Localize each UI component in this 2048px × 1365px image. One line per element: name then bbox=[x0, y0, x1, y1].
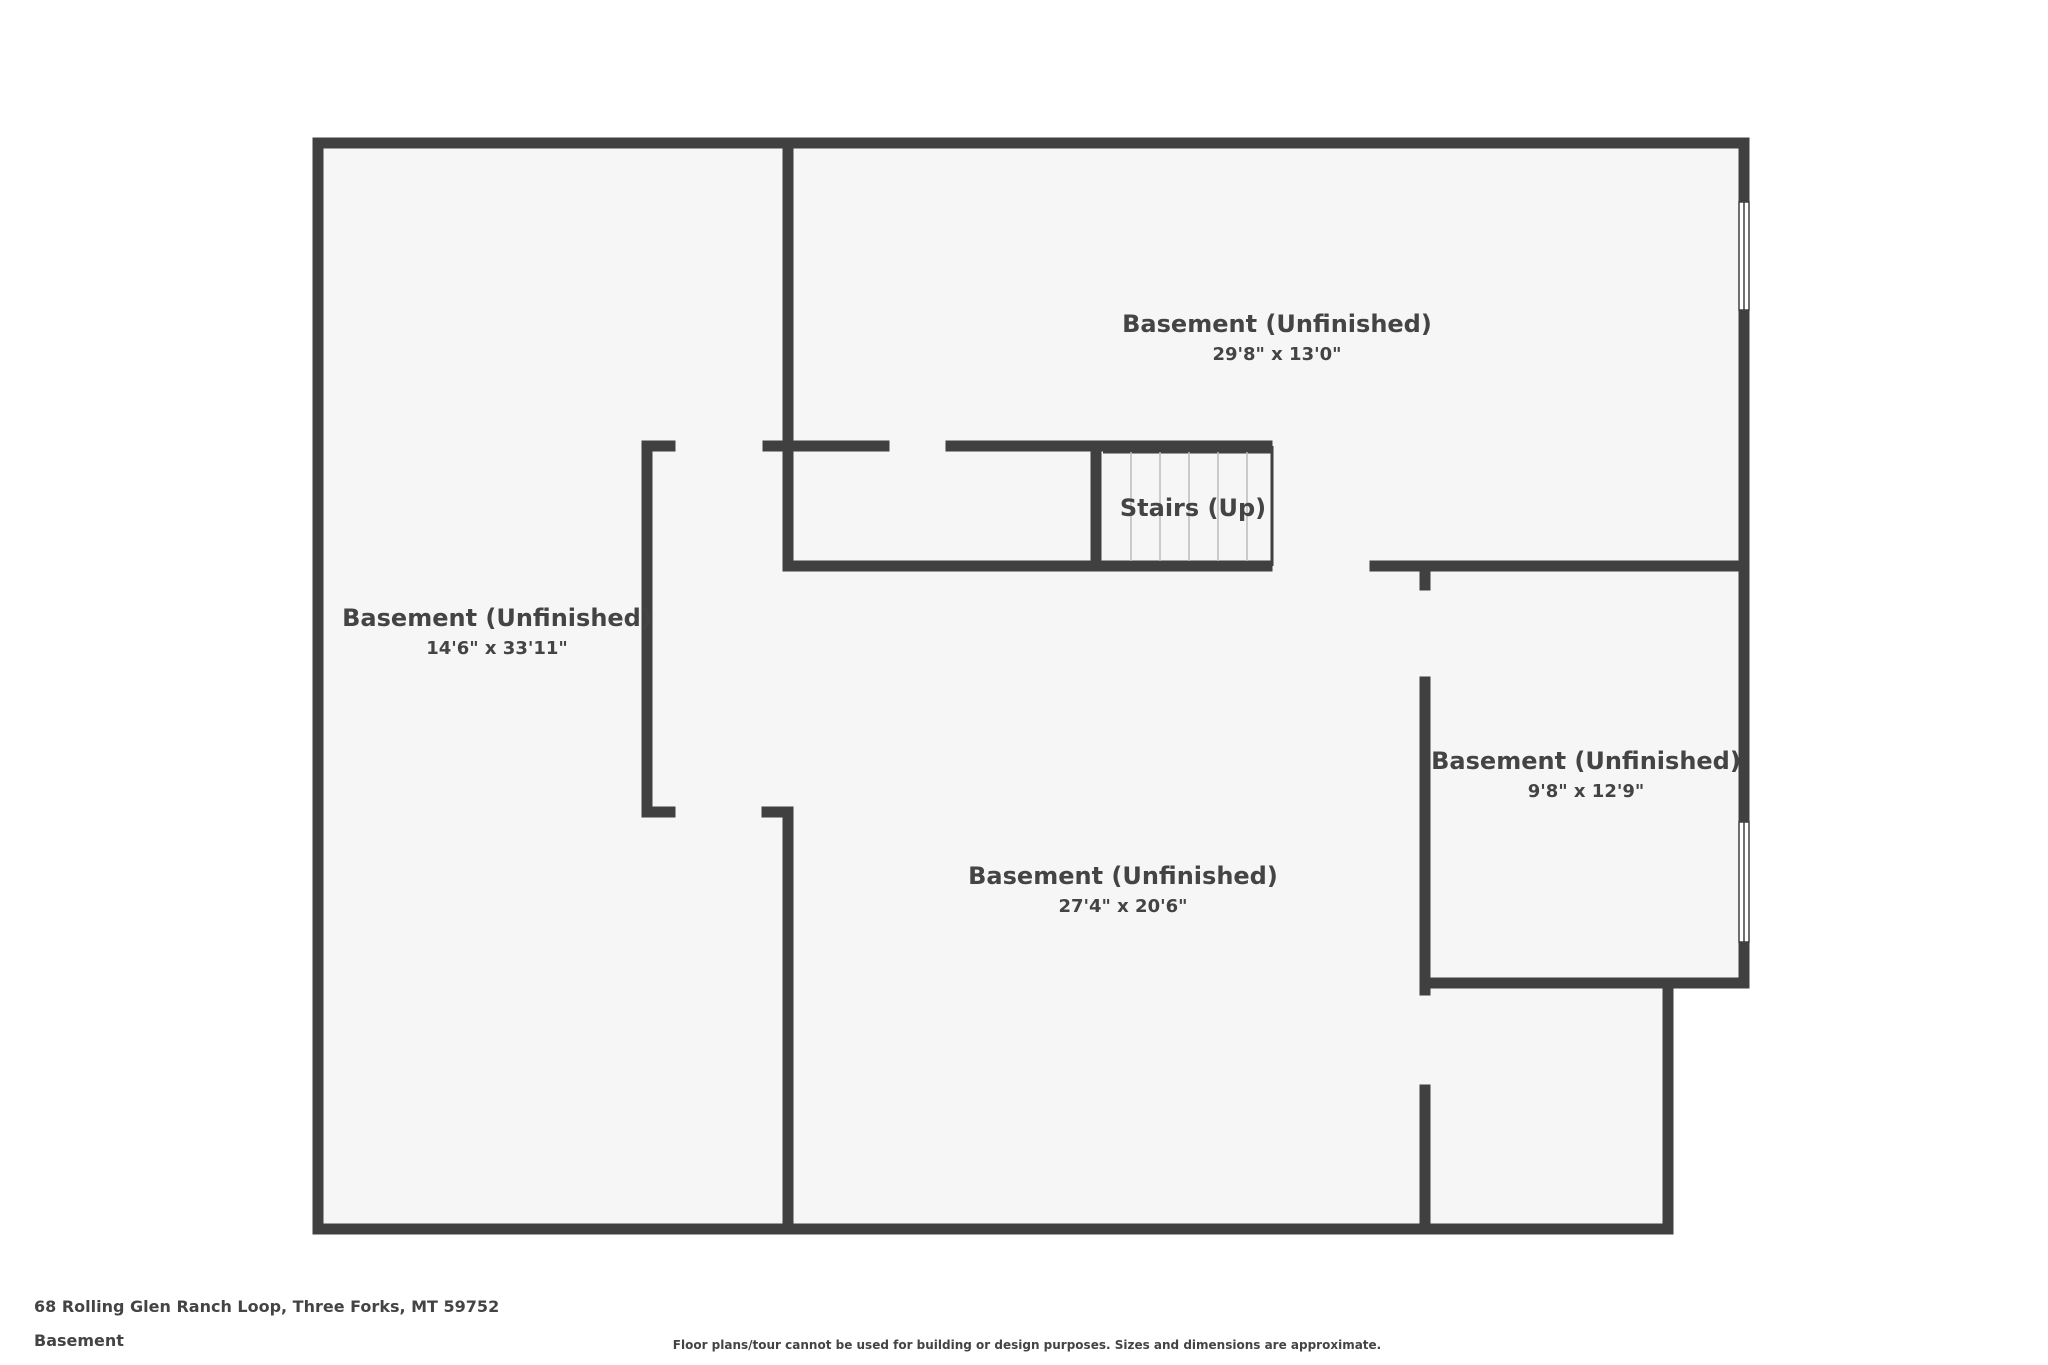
walls bbox=[312, 137, 1750, 1235]
room-name-upper-right: Basement (Unfinished) bbox=[1122, 310, 1432, 338]
window-upper bbox=[1738, 201, 1750, 311]
room-name-center: Basement (Unfinished) bbox=[968, 862, 1278, 890]
floor-name: Basement bbox=[34, 1331, 124, 1350]
stair-treads bbox=[1103, 446, 1274, 566]
room-name-right: Basement (Unfinished) bbox=[1431, 747, 1741, 775]
room-dims-center: 27'4" x 20'6" bbox=[1058, 896, 1187, 917]
window-lower bbox=[1738, 821, 1750, 943]
room-dims-right: 9'8" x 12'9" bbox=[1528, 781, 1645, 802]
property-address: 68 Rolling Glen Ranch Loop, Three Forks,… bbox=[34, 1297, 500, 1316]
room-dims-upper-right: 29'8" x 13'0" bbox=[1212, 344, 1341, 365]
disclaimer: Floor plans/tour cannot be used for buil… bbox=[672, 1338, 1382, 1352]
floor-area bbox=[318, 143, 1744, 1229]
room-name-left: Basement (Unfinished) bbox=[342, 604, 652, 632]
room-dims-left: 14'6" x 33'11" bbox=[426, 638, 568, 659]
stairs-label: Stairs (Up) bbox=[1120, 494, 1266, 522]
